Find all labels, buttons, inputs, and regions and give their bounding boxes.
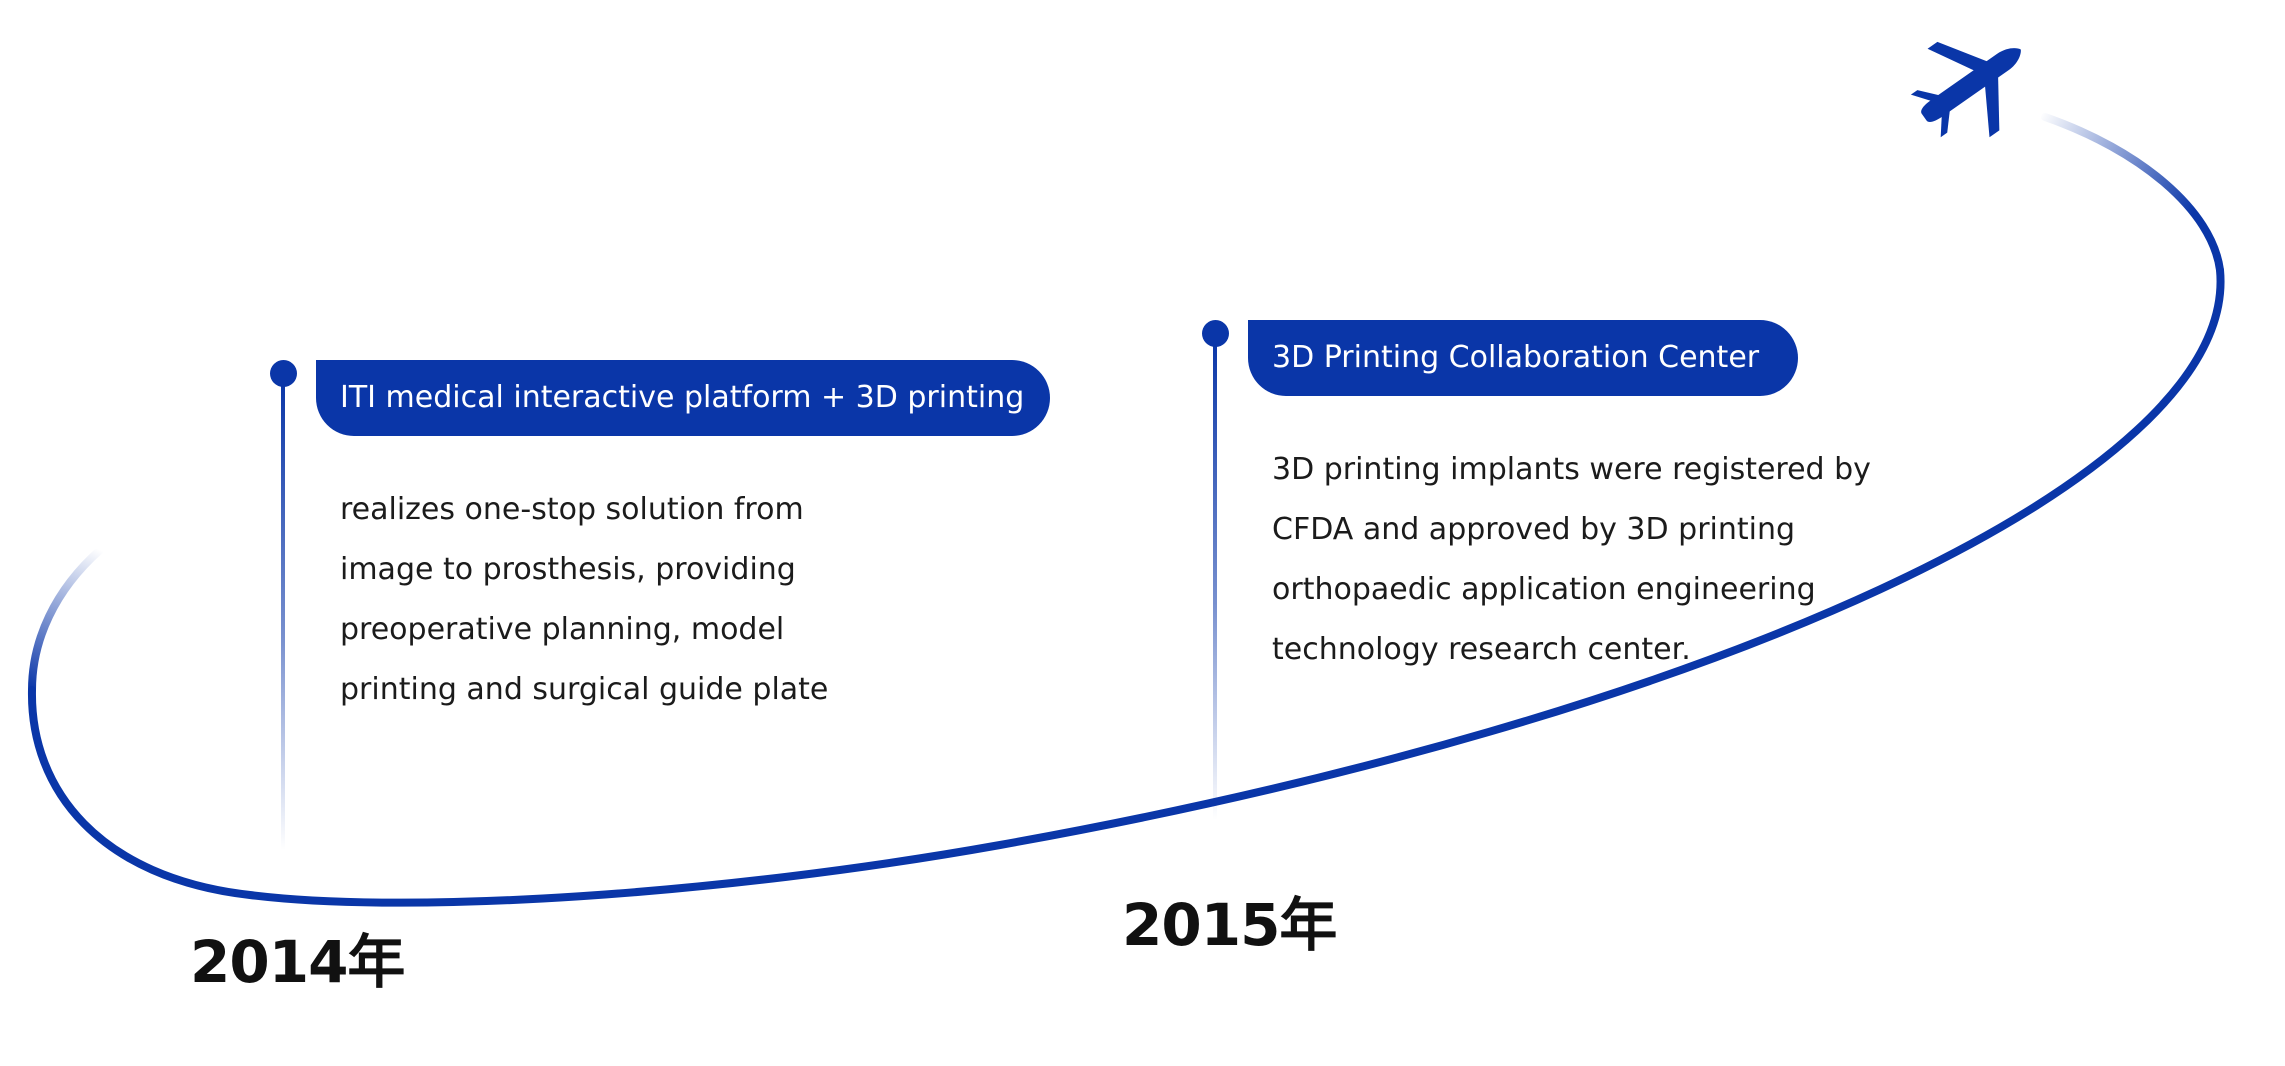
milestone-stem bbox=[1213, 340, 1217, 820]
orbit-main-arc bbox=[27, 266, 2225, 907]
description-line: 3D printing implants were registered by bbox=[1272, 452, 1871, 487]
airplane-icon bbox=[1910, 41, 2021, 138]
milestone-year: 2014年 bbox=[190, 928, 405, 996]
description-line: CFDA and approved by 3D printing bbox=[1272, 512, 1796, 547]
orbit-fade-right bbox=[2041, 113, 2224, 274]
milestone-description: realizes one-stop solution from image to… bbox=[340, 480, 828, 720]
milestone-title: ITI medical interactive platform + 3D pr… bbox=[316, 360, 1050, 436]
description-line: realizes one-stop solution from bbox=[340, 492, 804, 527]
description-line: technology research center. bbox=[1272, 632, 1691, 667]
orbit-fade-left bbox=[28, 546, 104, 694]
milestone-title: 3D Printing Collaboration Center bbox=[1248, 320, 1798, 396]
milestone-stem bbox=[281, 380, 285, 850]
description-line: orthopaedic application engineering bbox=[1272, 572, 1816, 607]
description-line: image to prosthesis, providing bbox=[340, 552, 796, 587]
description-line: preoperative planning, model bbox=[340, 612, 785, 647]
milestone-year: 2015年 bbox=[1122, 891, 1337, 959]
description-line: printing and surgical guide plate bbox=[340, 672, 829, 707]
milestone-description: 3D printing implants were registered by … bbox=[1272, 440, 1871, 680]
